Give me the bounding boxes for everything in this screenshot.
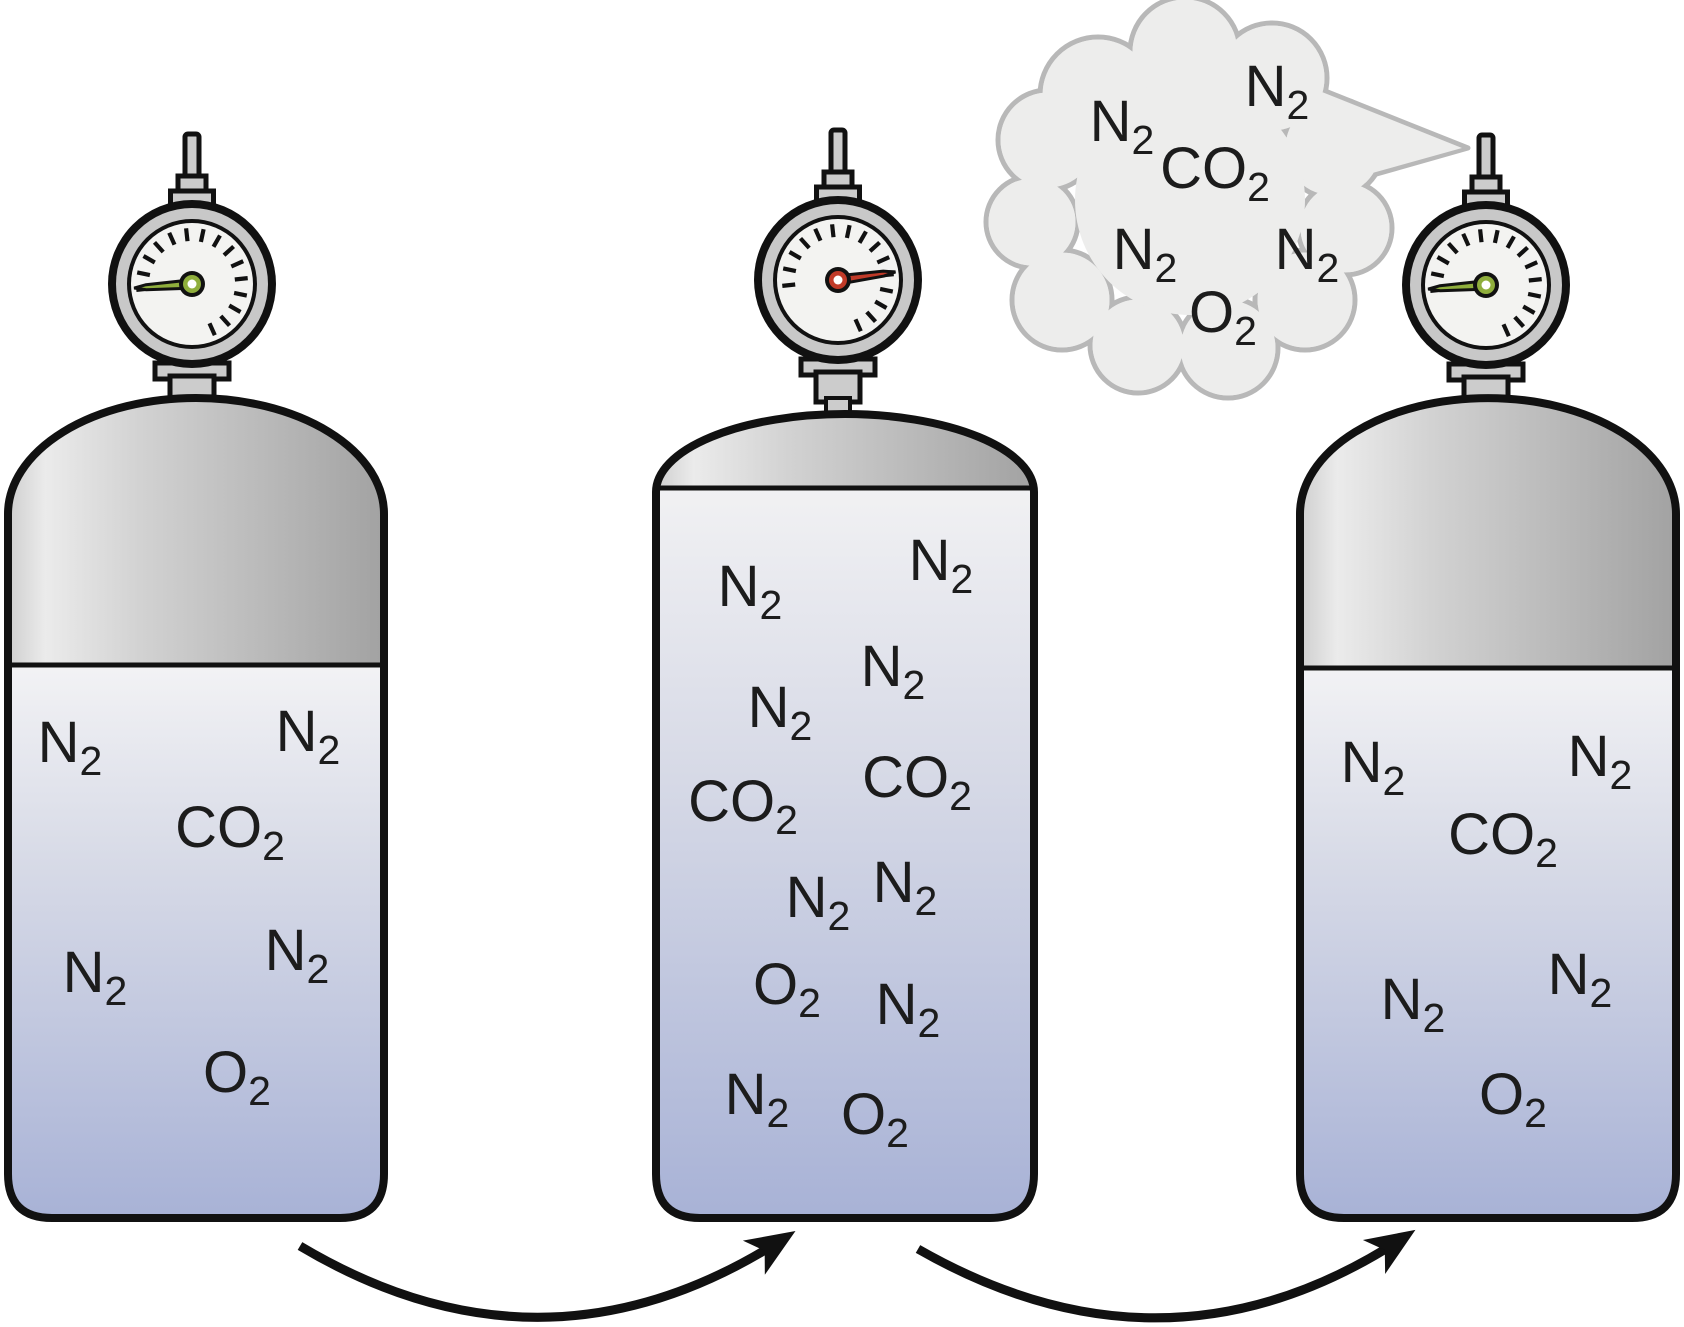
tank-final-outline [1296, 394, 1680, 1222]
tank-final-gas-region [1300, 668, 1676, 1218]
tank-initial-outline [4, 394, 388, 1222]
gauge-needle-compressed [825, 267, 896, 293]
needle-hub-center [187, 279, 197, 289]
tank-initial [4, 394, 388, 1222]
tank-compressed-outline [652, 410, 1038, 1222]
gas-cloud [983, 0, 1471, 401]
tank-compressed-gas-region [656, 488, 1034, 1218]
tank-initial-gas-region [8, 665, 384, 1218]
tank-final [1296, 394, 1680, 1222]
transfer-arrows [297, 1229, 1416, 1323]
gauge-needle-initial [133, 271, 205, 297]
tank-compressed [652, 410, 1038, 1222]
arrow-initial-to-compressed [297, 1230, 796, 1322]
needle-hub-center [1481, 280, 1491, 290]
gauge-needle-final [1427, 272, 1499, 298]
needle-hub-center [833, 275, 843, 285]
arrow-compressed-to-final [915, 1229, 1416, 1323]
